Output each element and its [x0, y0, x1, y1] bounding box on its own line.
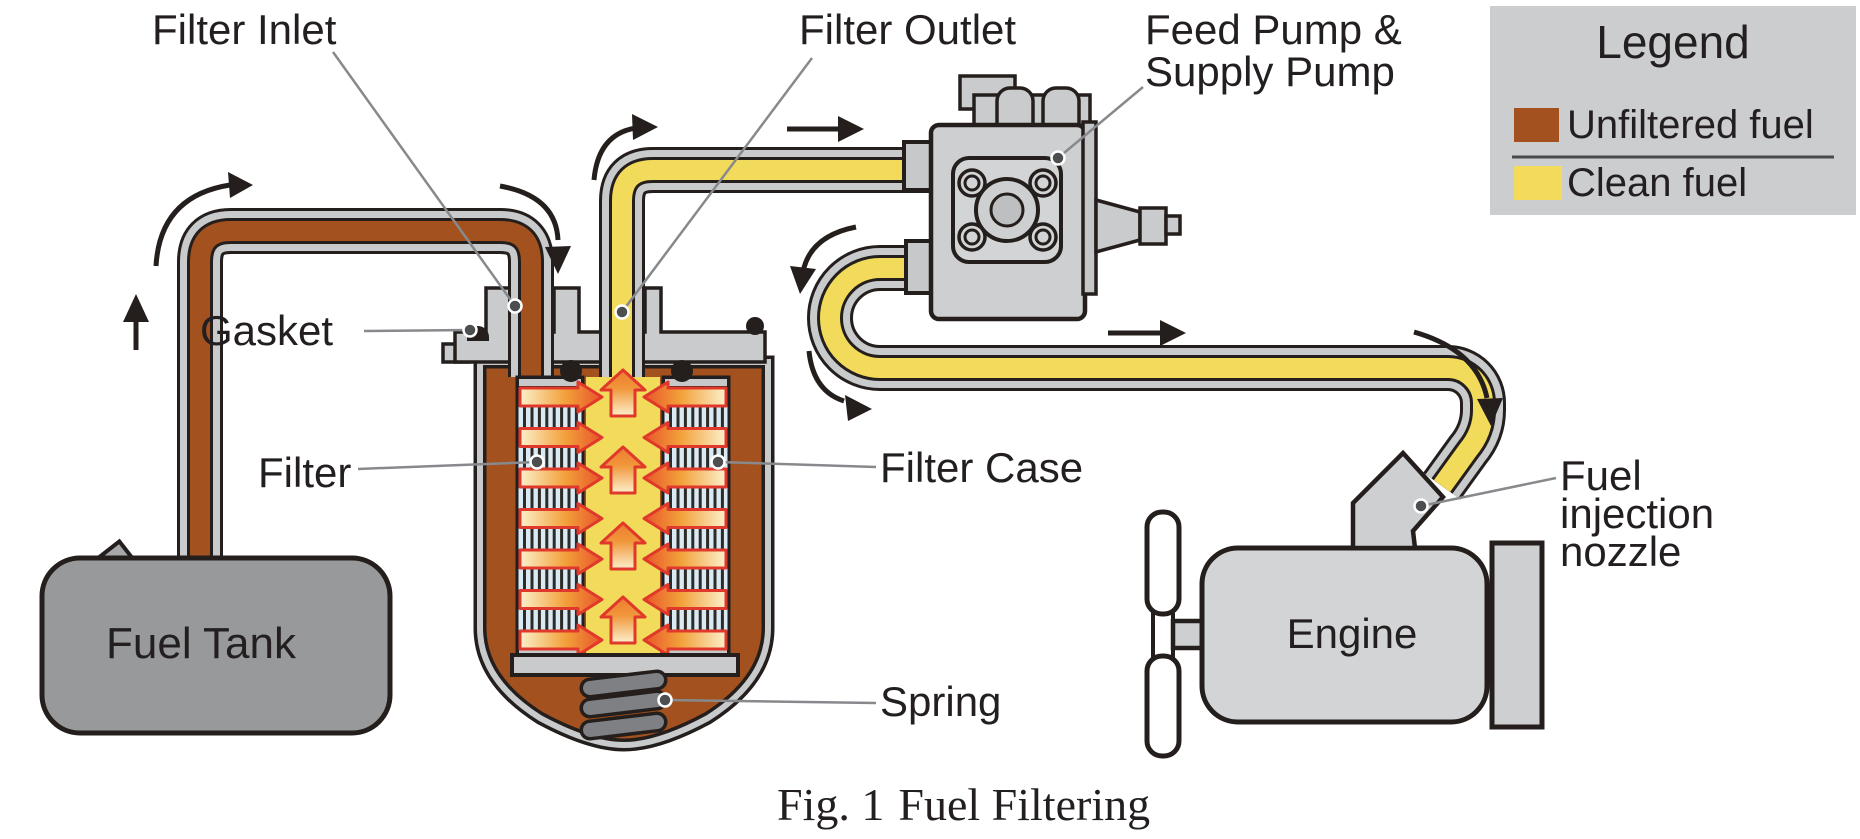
pipe-unfiltered: [177, 208, 554, 568]
pipe-unfiltered-core: [190, 221, 541, 568]
callout-filter: Filter: [258, 449, 545, 496]
fan-blade-top: [1144, 509, 1182, 617]
legend-label-unfiltered: Unfiltered fuel: [1567, 103, 1814, 147]
pipe-clean-filter-to-pump: [599, 147, 932, 377]
figure-number: Fig. 1: [777, 779, 884, 830]
spring: [579, 669, 668, 741]
callout-filter-case: Filter Case: [710, 444, 1083, 491]
pump-center-bore: [989, 192, 1025, 228]
pump-bolts: [957, 168, 1058, 252]
filter-inlet-label: Filter Inlet: [152, 6, 337, 53]
spring-label: Spring: [880, 678, 1001, 725]
feed-pump-label-line1: Feed Pump &: [1145, 6, 1402, 53]
nozzle-label-line3: nozzle: [1560, 528, 1681, 575]
curve-arrow-pump-upper: [800, 224, 857, 273]
element-seal-right: [671, 360, 693, 382]
filter-label: Filter: [258, 449, 351, 496]
fuel-tank-label: Fuel Tank: [106, 619, 297, 668]
pipe-clean-core-low: [820, 258, 1493, 492]
legend-swatch-unfiltered: [1514, 108, 1559, 142]
curve-arrow-out-of-filter: [591, 125, 637, 181]
nozzle-label-line2: injection: [1560, 490, 1714, 537]
callout-feed-pump: Feed Pump & Supply Pump: [1050, 6, 1402, 166]
injection-nozzle: [1350, 449, 1447, 551]
engine: Engine: [1144, 449, 1545, 759]
callout-spring: Spring: [657, 678, 1001, 725]
element-bottom-plate: [510, 653, 740, 677]
engine-label: Engine: [1287, 610, 1418, 657]
pipe-clean-pump-to-engine: [807, 245, 1506, 500]
curve-arrow-pump-lower: [806, 350, 845, 404]
figure-caption: Fig. 1 Fuel Filtering: [777, 779, 1150, 830]
filter-outlet-label: Filter Outlet: [799, 6, 1016, 53]
feed-pump: [902, 74, 1182, 322]
legend-swatch-clean: [1514, 166, 1562, 200]
nozzle-label-line1: Fuel: [1560, 452, 1642, 499]
pump-shaft-tip: [1164, 214, 1182, 236]
pump-side-plate: [1081, 120, 1098, 296]
filter-case-label: Filter Case: [880, 444, 1083, 491]
engine-rear-slab: [1489, 540, 1545, 730]
callout-gasket: Gasket: [200, 307, 478, 354]
cooling-fan: [1144, 509, 1208, 759]
callout-filter-outlet: Filter Outlet: [614, 6, 1016, 320]
fuel-tank-body: [39, 555, 393, 736]
callouts: Filter Inlet Filter Outlet Feed Pump & S…: [152, 6, 1714, 725]
figure-title: Fuel Filtering: [898, 779, 1150, 830]
legend-title: Legend: [1596, 16, 1750, 68]
callout-filter-inlet: Filter Inlet: [152, 6, 523, 314]
curve-arrow-engine-bend: [1413, 329, 1490, 399]
curve-arrow-into-filter: [499, 183, 561, 241]
fuel-tank: Fuel Tank: [39, 538, 393, 736]
fan-blade-bottom: [1144, 653, 1182, 759]
pipe-clean-core-top: [612, 160, 932, 377]
callout-fuel-injection-nozzle: Fuel injection nozzle: [1413, 452, 1714, 575]
pump-shaft-block: [1138, 206, 1168, 246]
up-arrow-head: [123, 294, 149, 322]
gasket-label: Gasket: [200, 307, 333, 354]
flow-direction-arrows: [123, 114, 1503, 426]
feed-pump-label-line2: Supply Pump: [1145, 48, 1395, 95]
legend-label-clean: Clean fuel: [1567, 161, 1747, 205]
element-seal-left: [560, 360, 582, 382]
pump-shaft-cone: [1094, 197, 1142, 255]
lid-bolt: [746, 317, 764, 335]
curve-arrow-tank-bend: [153, 182, 231, 267]
engine-body: [1199, 545, 1490, 725]
legend: Legend Unfiltered fuel Clean fuel: [1490, 6, 1856, 215]
